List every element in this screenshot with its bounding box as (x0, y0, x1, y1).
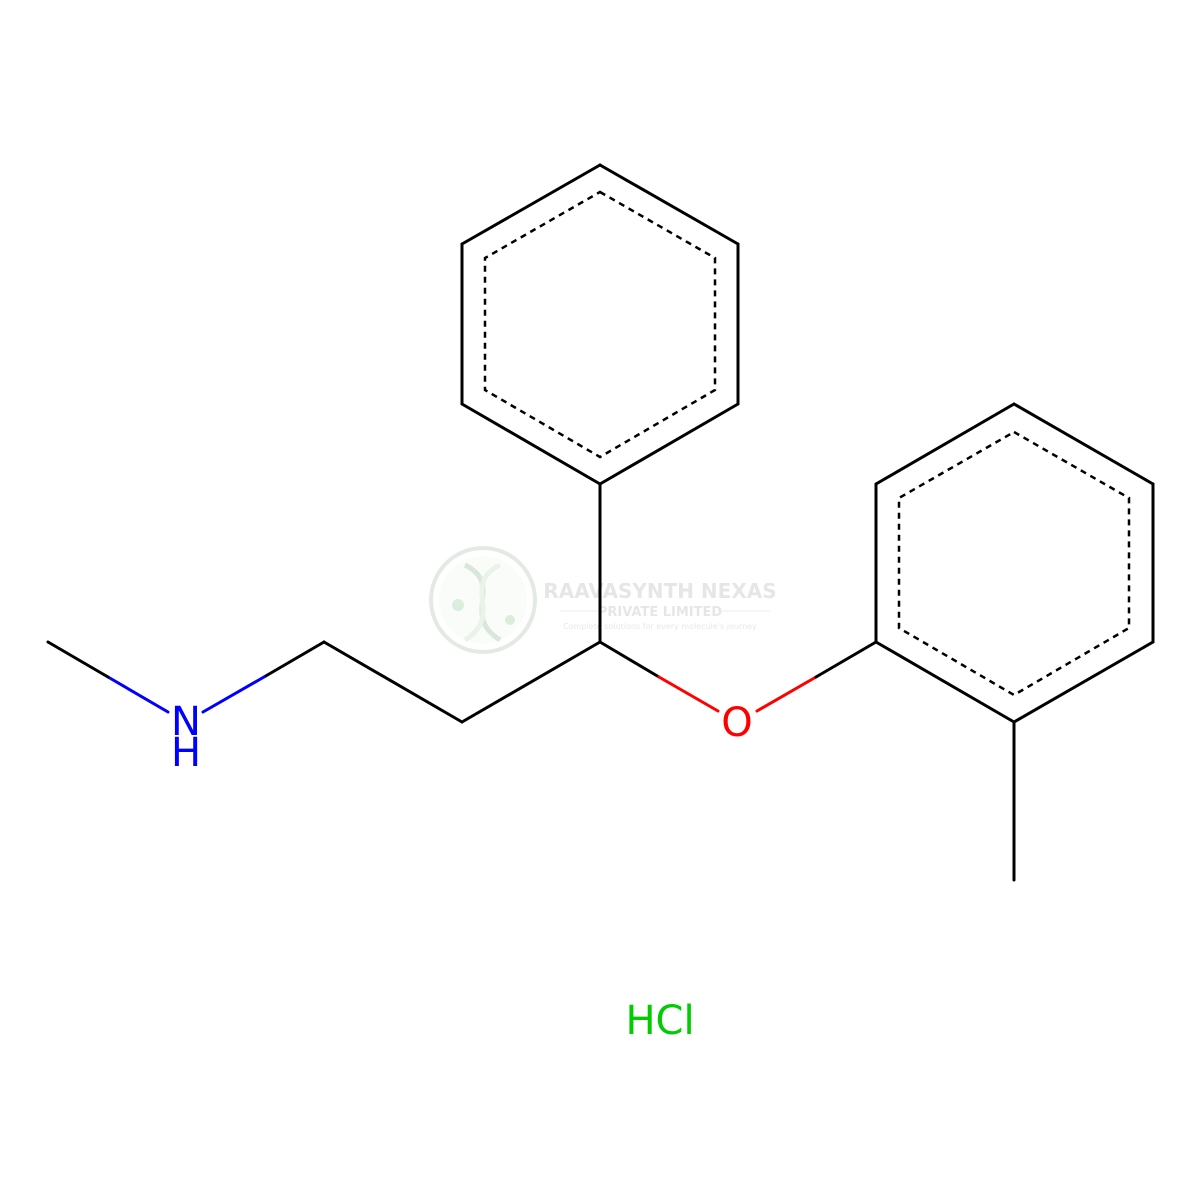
watermark: RAAVASYNTH NEXAS PRIVATE LIMITED Complet… (429, 546, 777, 654)
nitrogen-label: N (171, 699, 201, 745)
chain-bond-1 (460, 640, 602, 724)
chain-bond-2 (322, 640, 464, 724)
hcl-salt-label: HCl (625, 998, 694, 1044)
watermark-company: RAAVASYNTH NEXAS (543, 579, 776, 603)
watermark-subtitle: PRIVATE LIMITED (598, 605, 723, 620)
ch-oxygen-bond (598, 640, 720, 713)
dna-helix-icon (429, 546, 537, 654)
aromatic-circle-phenyl (483, 190, 717, 459)
oxygen-label: O (721, 700, 752, 746)
nitrogen-hydrogen-label: H (171, 730, 201, 776)
watermark-tagline: Complete solutions for every molecule's … (563, 622, 757, 631)
tolyl-ring (874, 402, 1155, 724)
oxygen-aryl-bond (755, 640, 878, 713)
chain-n-bond (201, 640, 326, 714)
phenyl-ring (460, 163, 740, 486)
aromatic-circle-tolyl (897, 430, 1131, 697)
n-methyl-bond (46, 640, 170, 714)
